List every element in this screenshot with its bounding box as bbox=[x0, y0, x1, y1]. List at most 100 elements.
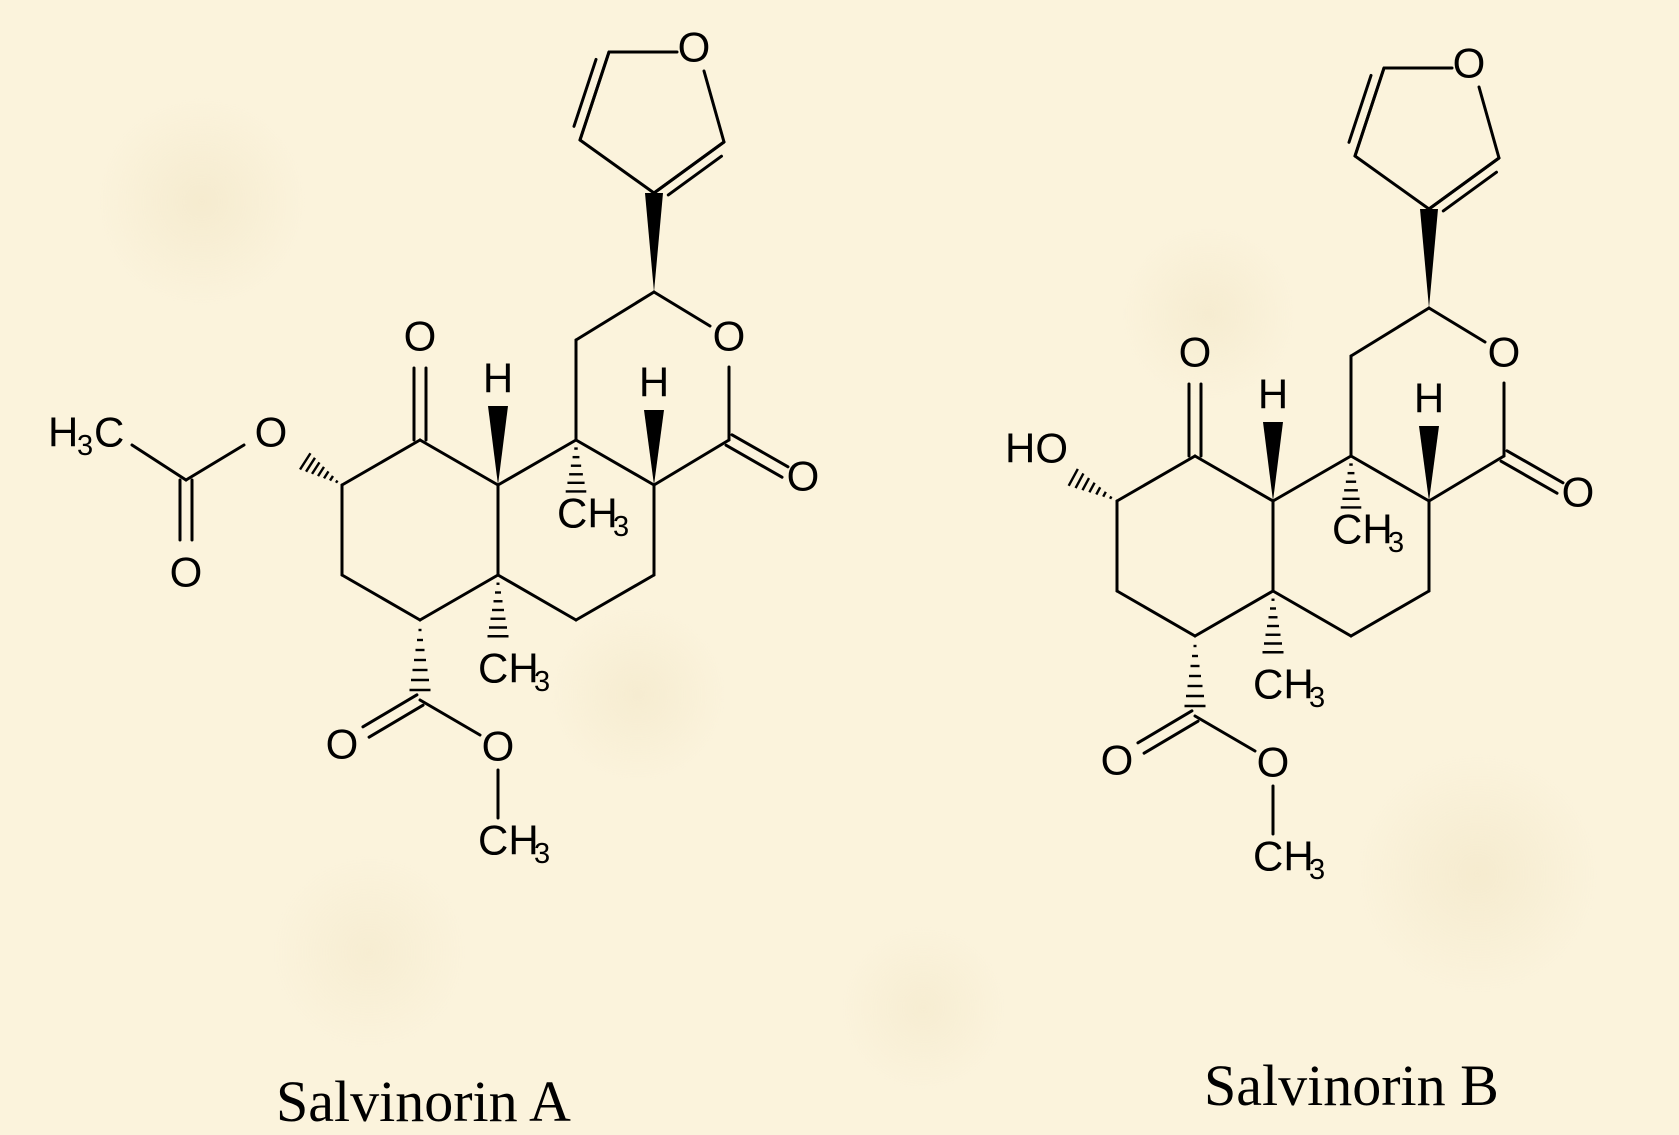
acetoxy-oxygen: O bbox=[255, 409, 288, 456]
furan-oxygen: O bbox=[1453, 40, 1486, 87]
bond bbox=[1193, 714, 1257, 753]
methyl-top: CH bbox=[557, 490, 618, 537]
bond bbox=[418, 438, 500, 487]
bond bbox=[418, 698, 482, 737]
hash-bond bbox=[305, 457, 316, 473]
bond bbox=[184, 443, 246, 482]
methyl-acetyl-c: C bbox=[94, 409, 124, 456]
lactone-ring-oxygen: O bbox=[713, 313, 746, 360]
hash-bond bbox=[317, 466, 325, 477]
bond bbox=[1193, 454, 1275, 503]
bond bbox=[1349, 306, 1431, 358]
ester-carbonyl-oxygen: O bbox=[326, 721, 359, 768]
bond bbox=[1427, 454, 1506, 503]
hash-bond bbox=[1095, 486, 1102, 496]
ketone-oxygen: O bbox=[404, 313, 437, 360]
wedge-bond bbox=[1420, 209, 1438, 308]
furan-oxygen: O bbox=[678, 24, 711, 71]
bond bbox=[652, 290, 712, 328]
bond bbox=[1136, 709, 1194, 745]
bond bbox=[702, 69, 726, 144]
bond bbox=[578, 138, 656, 195]
caption-salvinorin-a: Salvinorin A bbox=[276, 1069, 571, 1134]
bond bbox=[1347, 73, 1373, 144]
hash-bond bbox=[323, 470, 330, 479]
methyl-middle: CH bbox=[1253, 661, 1314, 708]
wedge-bond bbox=[645, 193, 663, 292]
bond bbox=[730, 433, 790, 469]
bond bbox=[724, 443, 784, 479]
bond bbox=[1441, 170, 1498, 213]
hash-bond bbox=[329, 475, 334, 482]
hash-bond bbox=[311, 461, 321, 475]
bond bbox=[574, 573, 656, 622]
bond bbox=[496, 573, 578, 622]
ester-oxygen: O bbox=[1257, 739, 1290, 786]
hydrogen-2: H bbox=[1414, 375, 1444, 422]
bond bbox=[130, 443, 188, 482]
bond bbox=[1353, 154, 1431, 211]
methyl-middle-subscript: 3 bbox=[1309, 682, 1325, 714]
bond bbox=[572, 57, 598, 128]
methyl-middle: CH bbox=[478, 645, 539, 692]
ester-oxygen: O bbox=[482, 723, 515, 770]
methyl-acetyl-subscript: 3 bbox=[77, 430, 93, 462]
bond bbox=[496, 438, 578, 487]
hash-bond bbox=[1088, 482, 1096, 493]
bond bbox=[1115, 589, 1197, 638]
bond bbox=[578, 50, 611, 142]
bond bbox=[1349, 454, 1431, 503]
methyl-top: CH bbox=[1332, 506, 1393, 553]
bond bbox=[666, 154, 723, 197]
bond bbox=[418, 573, 500, 622]
bond bbox=[1477, 85, 1501, 160]
bond bbox=[574, 438, 656, 487]
hydroxy-group: HO bbox=[1005, 425, 1068, 472]
acetyl-carbonyl-oxygen: O bbox=[170, 549, 203, 596]
bond bbox=[652, 140, 726, 195]
hash-bond bbox=[334, 479, 339, 484]
hash-bond bbox=[1109, 495, 1113, 500]
ketone-oxygen: O bbox=[1179, 329, 1212, 376]
bond bbox=[574, 290, 656, 342]
hash-bond bbox=[1081, 477, 1091, 491]
wedge-bond bbox=[1419, 426, 1439, 501]
hash-bond bbox=[1074, 472, 1085, 489]
hydrogen-1: H bbox=[1258, 371, 1288, 418]
methyl-ester-subscript: 3 bbox=[1309, 854, 1325, 886]
lactone-ring-oxygen: O bbox=[1488, 329, 1521, 376]
methyl-top-subscript: 3 bbox=[1388, 527, 1404, 559]
hydrogen-2: H bbox=[639, 359, 669, 406]
bond bbox=[1499, 459, 1559, 495]
lactone-carbonyl-oxygen: O bbox=[787, 453, 820, 500]
caption-salvinorin-b: Salvinorin B bbox=[1204, 1053, 1499, 1118]
bond bbox=[1271, 454, 1353, 503]
methyl-middle-subscript: 3 bbox=[534, 666, 550, 698]
bond bbox=[1353, 66, 1386, 158]
wedge-bond bbox=[644, 410, 664, 485]
bond bbox=[652, 438, 731, 487]
methyl-acetyl-h: H bbox=[48, 409, 78, 456]
methyl-ester-subscript: 3 bbox=[534, 838, 550, 870]
bond bbox=[367, 703, 425, 739]
methyl-top-subscript: 3 bbox=[613, 511, 629, 543]
bond bbox=[1505, 449, 1565, 485]
hash-bond bbox=[1067, 468, 1079, 487]
ester-carbonyl-oxygen: O bbox=[1101, 737, 1134, 784]
wedge-bond bbox=[1263, 422, 1283, 501]
methyl-ester: CH bbox=[1253, 833, 1314, 880]
hydrogen-1: H bbox=[483, 355, 513, 402]
methyl-ester: CH bbox=[478, 817, 539, 864]
bond bbox=[1142, 719, 1200, 755]
bond bbox=[1115, 454, 1197, 503]
bond bbox=[1427, 306, 1487, 344]
bond bbox=[340, 573, 422, 622]
bond bbox=[1349, 589, 1431, 638]
bond bbox=[361, 693, 419, 729]
hash-bond bbox=[299, 452, 312, 471]
hash-bond bbox=[1102, 491, 1107, 498]
